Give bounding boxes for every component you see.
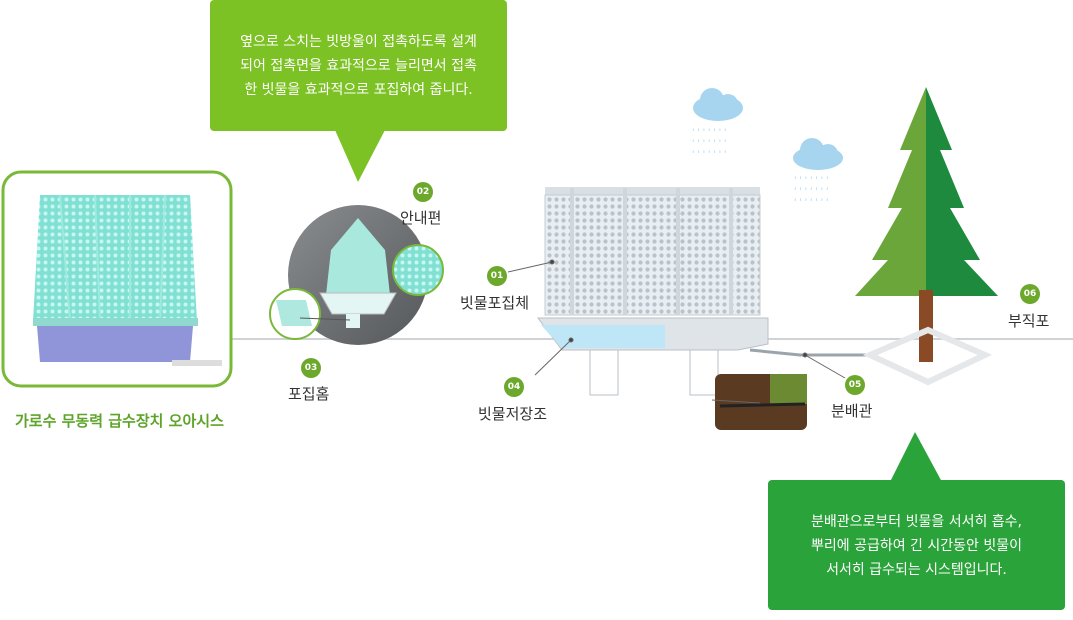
product-caption: 가로수 무동력 급수장치 오아시스 (15, 412, 224, 430)
part-label-01: 빗물포집체 (460, 294, 530, 312)
callout-top-pointer (335, 130, 385, 182)
callout-top-line: 되어 접촉면을 효과적으로 늘리면서 접촉 (240, 58, 477, 74)
svg-text:' ' ' ' ' ' ': ' ' ' ' ' ' ' (692, 150, 726, 160)
part-number-01: 01 (487, 266, 507, 286)
callout-bottom-line: 분배관으로부터 빗물을 서서히 흡수, (811, 514, 1022, 530)
groove-detail (269, 205, 444, 345)
cloud-rain-2: ' ' ' ' ' ' ' ' ' ' ' ' ' ' ' ' ' ' ' ' … (793, 138, 843, 208)
callout-bottom-line: 서서히 급수되는 시스템입니다. (826, 562, 1007, 578)
part-label-06: 부직포 (1008, 312, 1050, 330)
soil-sample (715, 374, 807, 430)
part-number-02: 02 (413, 182, 433, 202)
callout-top-box (210, 0, 507, 131)
leader-lines (507, 259, 846, 404)
callout-bottom-text: 분배관으로부터 빗물을 서서히 흡수, 뿌리에 공급하여 긴 시간동안 빗물이 … (768, 510, 1065, 582)
part-label-02: 안내편 (400, 209, 442, 227)
callout-bottom-line: 뿌리에 공급하여 긴 시간동안 빗물이 (811, 538, 1022, 554)
part-number-03: 03 (301, 358, 321, 378)
svg-text:' ' ' ' ' ' ': ' ' ' ' ' ' ' (692, 128, 726, 138)
svg-text:' ' ' ' ' ' ': ' ' ' ' ' ' ' (794, 187, 828, 197)
rain-collector (544, 187, 761, 316)
callout-top-line: 한 빗물을 효과적으로 포집하여 줍니다. (244, 82, 473, 98)
svg-text:' ' ' ' ' ' ': ' ' ' ' ' ' ' (794, 176, 828, 186)
tree (855, 87, 998, 386)
part-number-06: 06 (1020, 284, 1040, 304)
storage-tank (537, 317, 870, 396)
svg-text:' ' ' ' ' ' ': ' ' ' ' ' ' ' (692, 139, 726, 149)
part-label-03: 포집홈 (288, 385, 330, 403)
cloud-rain-1: ' ' ' ' ' ' ' ' ' ' ' ' ' ' ' ' ' ' ' ' … (692, 88, 743, 160)
part-number-05: 05 (845, 375, 865, 395)
svg-text:' ' ' ' ' ' ': ' ' ' ' ' ' ' (794, 198, 828, 208)
callout-top-line: 옆으로 스치는 빗방울이 접촉하도록 설계 (240, 34, 477, 50)
part-label-05: 분배관 (831, 402, 873, 420)
product-photo (1, 170, 233, 388)
callout-bottom-box (768, 480, 1065, 610)
callout-bottom-pointer (890, 432, 942, 482)
part-number-04: 04 (504, 377, 524, 397)
part-label-04: 빗물저장조 (478, 405, 548, 423)
callout-top-text: 옆으로 스치는 빗방울이 접촉하도록 설계 되어 접촉면을 효과적으로 늘리면서… (210, 30, 507, 102)
